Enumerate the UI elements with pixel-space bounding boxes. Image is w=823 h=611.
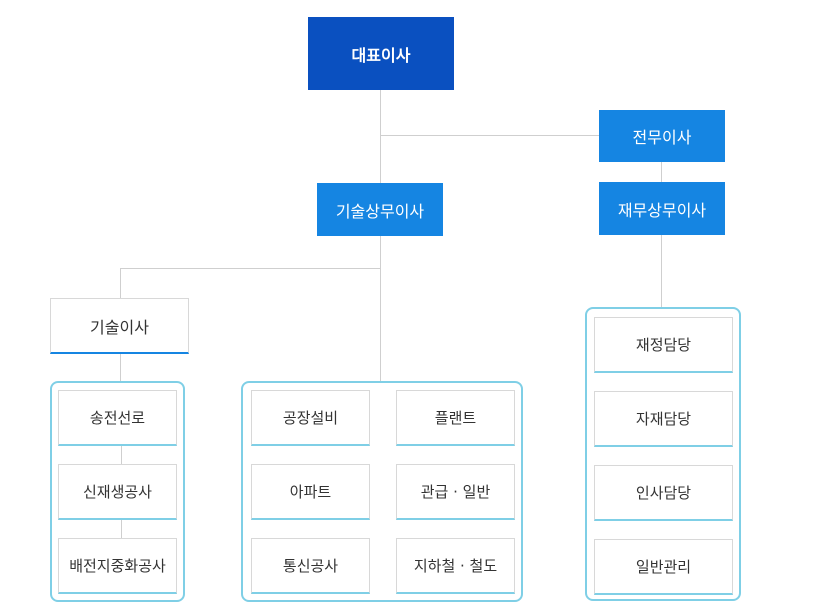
tech-director-box: 기술이사	[50, 298, 189, 354]
finance-executive-box: 재무상무이사	[599, 182, 725, 235]
department-subway-railway: 지하철 · 철도	[396, 538, 515, 594]
department-factory-facilities: 공장설비	[251, 390, 370, 446]
connector-director-to-group	[120, 353, 121, 383]
department-apartment: 아파트	[251, 464, 370, 520]
connector-tech-down	[380, 235, 381, 383]
department-hr: 인사담당	[594, 465, 733, 521]
department-renewable: 신재생공사	[58, 464, 177, 520]
finance-executive-group: 재정담당 자재담당 인사담당 일반관리	[585, 307, 741, 601]
connector-to-tech-director	[120, 268, 121, 299]
department-plant: 플랜트	[396, 390, 515, 446]
tech-executive-box: 기술상무이사	[317, 183, 443, 236]
department-telecom: 통신공사	[251, 538, 370, 594]
tech-executive-group: 공장설비 아파트 통신공사 플랜트 관급 · 일반 지하철 · 철도	[241, 381, 523, 602]
department-transmission: 송전선로	[58, 390, 177, 446]
ceo-box: 대표이사	[308, 17, 454, 90]
connector-branch-horizontal	[120, 268, 381, 269]
department-finance: 재정담당	[594, 317, 733, 373]
department-public-general: 관급 · 일반	[396, 464, 515, 520]
tech-director-group: 송전선로 신재생공사 배전지중화공사	[50, 381, 185, 602]
department-general-management: 일반관리	[594, 539, 733, 595]
connector-ceo-down	[380, 90, 381, 184]
managing-director-box: 전무이사	[599, 110, 725, 162]
connector-finance-down	[661, 234, 662, 309]
connector-managing-finance	[661, 161, 662, 183]
department-underground-distribution: 배전지중화공사	[58, 538, 177, 594]
department-materials: 자재담당	[594, 391, 733, 447]
connector-to-managing	[380, 135, 600, 136]
